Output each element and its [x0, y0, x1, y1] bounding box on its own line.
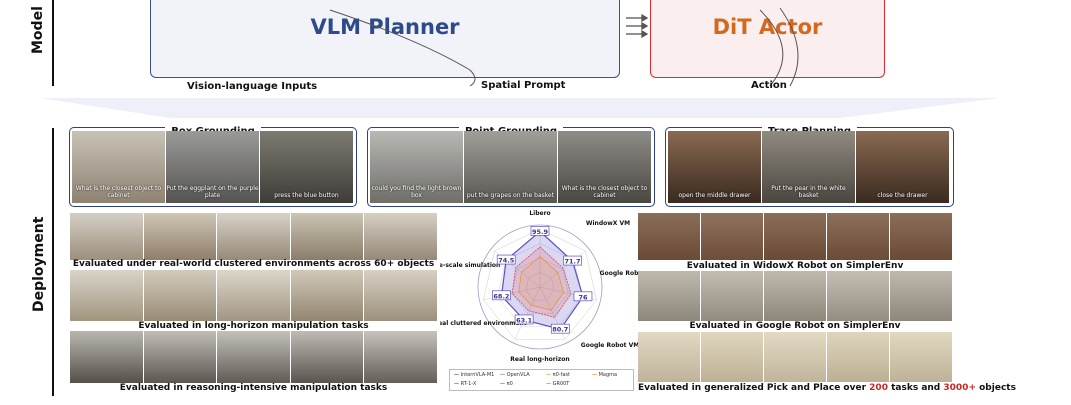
deployment-divider: [52, 128, 54, 396]
vlm-planner-title: VLM Planner: [310, 15, 460, 39]
value-box: [563, 255, 582, 266]
clustered-env-caption: Evaluated under real-world clustered env…: [72, 259, 435, 269]
google-robot-photo-strip: [638, 271, 952, 321]
trace-planning-panel: Trace Planning open the middle drawer Pu…: [665, 126, 954, 207]
radar-grid-ring: [483, 228, 597, 340]
long-horizon-photo-strip: [70, 270, 437, 321]
trace-planning-image-3: close the drawer: [856, 131, 949, 203]
value-box: [492, 290, 511, 301]
value-box: [514, 314, 534, 325]
legend-item: — Magma: [592, 372, 618, 378]
value-label: 71.7: [564, 258, 580, 266]
axis-label: Real cluttered environment: [440, 320, 527, 327]
radar-grid-ring: [511, 257, 569, 314]
deployment-section-label: Deployment: [31, 216, 47, 312]
value-box: [550, 323, 570, 334]
value-box: [496, 254, 516, 265]
legend-item: — GR00T: [546, 381, 570, 387]
legend-item: — RT-1-X: [454, 381, 477, 387]
box-grounding-image-2: Put the eggplant on the purple plate: [166, 131, 259, 203]
radar-spoke: [514, 286, 541, 340]
value-label: 63.1: [516, 316, 533, 324]
axis-label: Libero: [529, 210, 550, 217]
point-grounding-image-1: could you find the light brown box: [370, 131, 463, 203]
trace-planning-image-1: open the middle drawer: [668, 131, 761, 203]
caption: Put the pear in the white basket: [771, 185, 846, 199]
long-horizon-caption: Evaluated in long-horizon manipulation t…: [138, 321, 369, 331]
value-box: [530, 226, 550, 236]
vlm-planner-box: VLM Planner: [150, 0, 620, 78]
vision-language-inputs-label: Vision-language Inputs: [187, 81, 318, 92]
model-divider: [52, 0, 54, 86]
legend-item: — π0: [500, 381, 513, 387]
box-grounding-image-1: What is the closest object to cabinet: [72, 131, 165, 203]
axis-label: Google Robot VA: [600, 270, 640, 277]
axis-label: Real long-horizon: [510, 356, 569, 363]
radar-legend: — InternVLA-M1 — RT-1-X — OpenVLA — π0 — π0-…: [449, 369, 634, 391]
radar-grid-ring: [525, 272, 555, 301]
radar-outer-ring: [477, 224, 603, 350]
caption: What is the closest object to cabinet: [75, 185, 162, 199]
pick-place-caption: Evaluated in generalized Pick and Place …: [638, 383, 1016, 393]
pick-place-photo-strip: [638, 332, 952, 382]
legend-item: — OpenVLA: [500, 372, 530, 378]
caption: press the blue button: [274, 192, 339, 199]
value-box: [573, 291, 593, 302]
caption: Put the eggplant on the purple plate: [166, 185, 259, 199]
series-magma: [518, 255, 565, 311]
axis-label: Large-scale simulation: [440, 262, 500, 269]
legend-item: — InternVLA-M1: [454, 372, 495, 378]
caption: close the drawer: [877, 192, 928, 199]
trace-planning-image-2: Put the pear in the white basket: [762, 131, 855, 203]
box-grounding-panel: Box Grounding What is the closest object…: [69, 126, 357, 207]
reasoning-caption: Evaluated in reasoning-intensive manipul…: [119, 383, 388, 393]
legend-item: — π0-fast: [546, 372, 570, 378]
series-internvla-m1: [500, 230, 584, 330]
reasoning-photo-strip: [70, 331, 437, 383]
value-label: 68.2: [493, 292, 509, 300]
axis-label: WindowX VM: [586, 220, 630, 227]
value-label: 76: [578, 293, 588, 301]
value-label: 80.7: [552, 326, 568, 334]
widowx-caption: Evaluated in WidowX Robot on SimplerEnv: [686, 261, 904, 271]
caption: put the grapes on the basket: [466, 192, 555, 199]
widowx-photo-strip: [638, 213, 952, 260]
clustered-env-photo-strip: [70, 213, 437, 260]
google-robot-caption: Evaluated in Google Robot on SimplerEnv: [689, 321, 901, 331]
spatial-prompt-label: Spatial Prompt: [481, 80, 566, 91]
radar-grid-ring: [497, 243, 583, 327]
caption: open the middle drawer: [678, 192, 751, 199]
model-connectors: [40, 7, 1000, 118]
dit-actor-title: DiT Actor: [712, 15, 823, 39]
action-label: Action: [751, 80, 787, 91]
box-grounding-image-3: press the blue button: [260, 131, 353, 203]
point-grounding-image-3: What is the closest object to cabinet: [558, 131, 651, 203]
point-grounding-panel: Point Grounding could you find the light…: [367, 126, 655, 207]
value-label: 74.5: [498, 257, 515, 265]
dit-actor-box: DiT Actor: [650, 0, 885, 78]
value-label: 95.9: [532, 228, 549, 236]
caption: What is the closest object to cabinet: [561, 185, 648, 199]
caption: could you find the light brown box: [371, 185, 462, 199]
axis-label: Google Robot VM: [581, 342, 639, 349]
series-pi0: [511, 246, 572, 318]
point-grounding-image-2: put the grapes on the basket: [464, 131, 557, 203]
